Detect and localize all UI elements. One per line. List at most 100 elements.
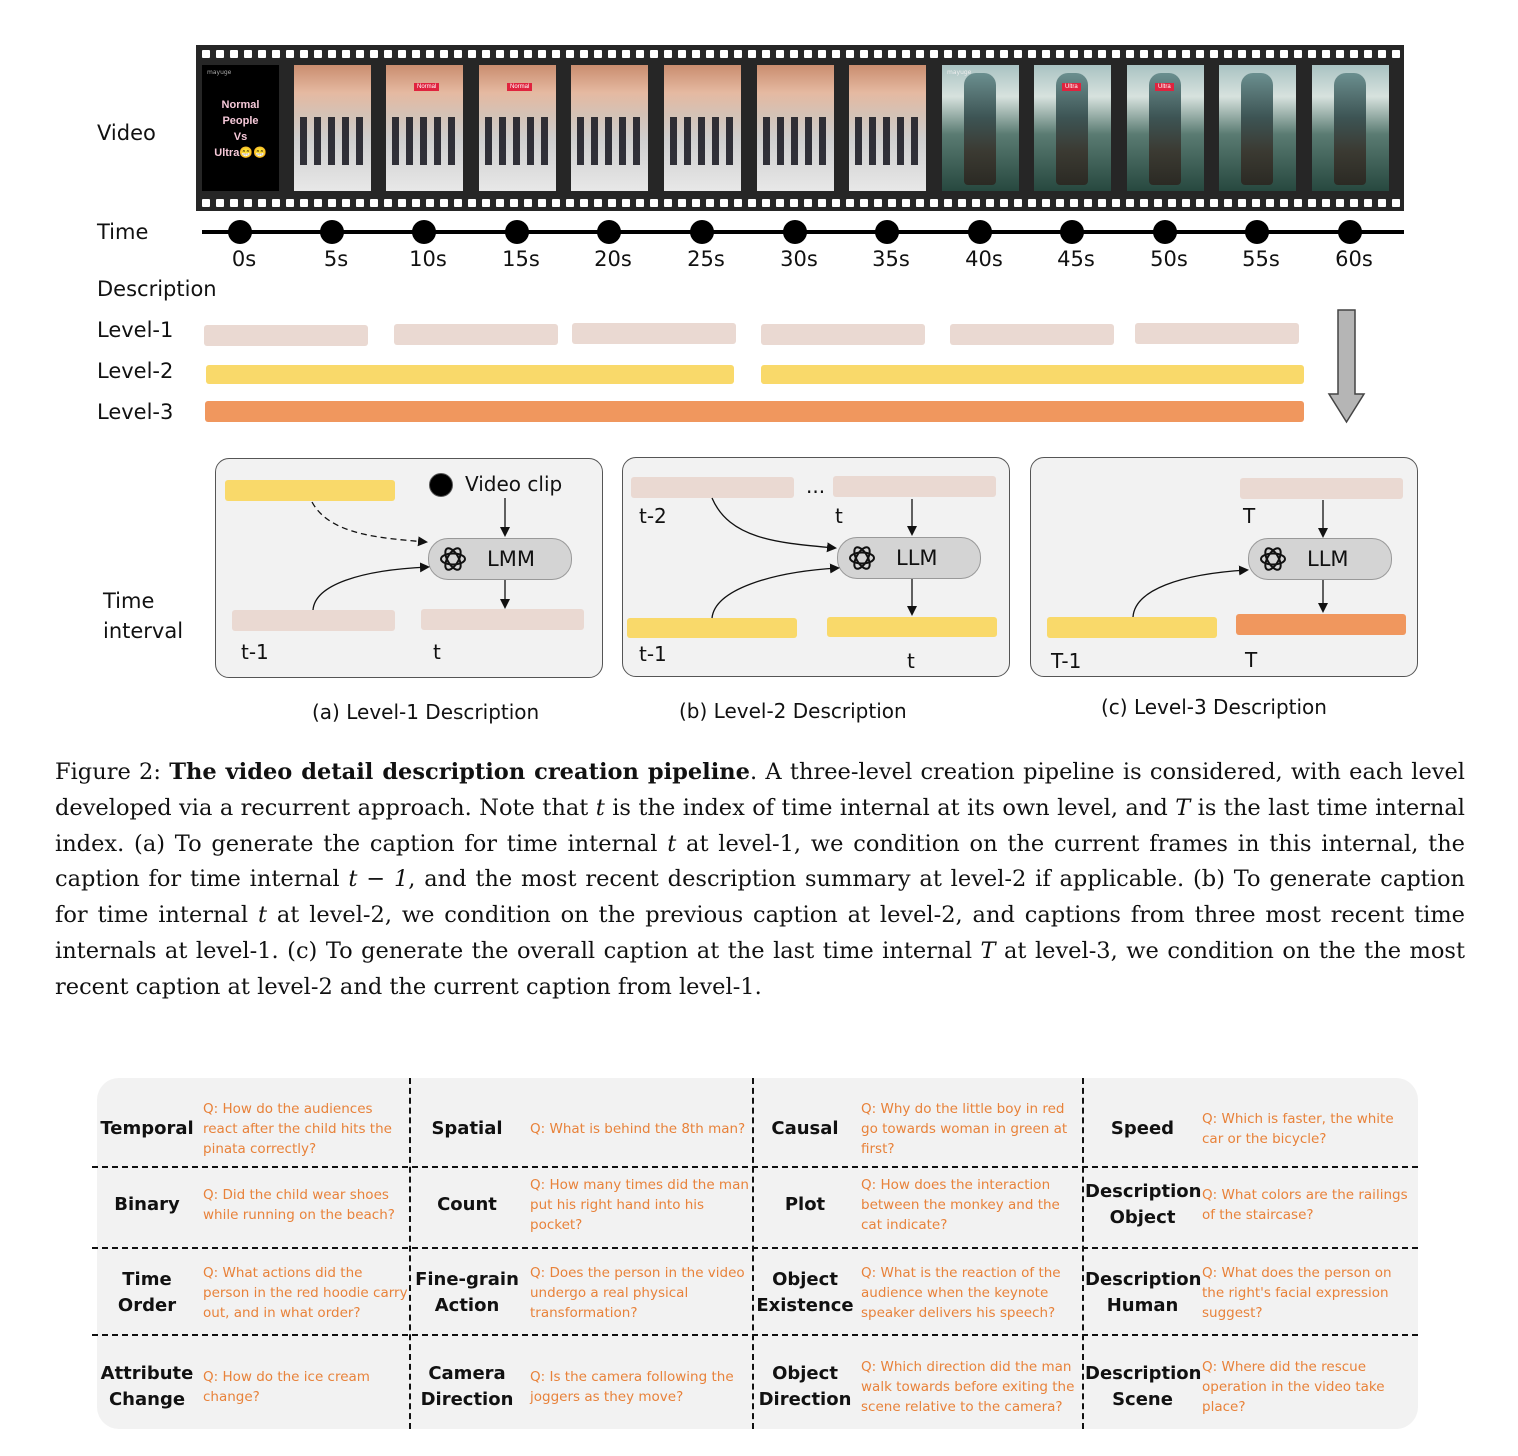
frame-watermark: mayuge: [207, 69, 232, 76]
question-text: Q: How do the ice cream change?: [203, 1369, 370, 1405]
timeline-label: 0s: [231, 247, 257, 271]
film-strip: mayuge Normal People Vs Ultra😁😁 Normal N…: [196, 45, 1404, 211]
timeline-label: 50s: [1150, 247, 1188, 271]
timeline-label: 55s: [1242, 247, 1280, 271]
row-label-time-interval-2: interval: [103, 619, 184, 643]
timeline-marker: [320, 220, 344, 244]
model-label: LLM: [896, 546, 938, 570]
panel-c-caption: (c) Level-3 Description: [1101, 695, 1327, 719]
caption-text: is the index of time internal at its own…: [604, 794, 1176, 821]
timeline-marker: [1153, 220, 1177, 244]
timeline-marker: [505, 220, 529, 244]
question-text: Q: Where did the rescue operation in the…: [1202, 1359, 1385, 1415]
timeline-marker: [1060, 220, 1084, 244]
question-category: Binary: [114, 1194, 180, 1215]
panel-a-caption: (a) Level-1 Description: [312, 700, 540, 724]
question-text: Q: What is the reaction of the audience …: [861, 1265, 1061, 1321]
question-text: Q: Why do the little boy in red go towar…: [861, 1101, 1068, 1157]
video-frame-title-card: mayuge Normal People Vs Ultra😁😁: [202, 65, 279, 191]
timeline-label: 45s: [1057, 247, 1095, 271]
row-label-video: Video: [97, 121, 156, 145]
timeline-label: 25s: [687, 247, 725, 271]
level-1-bar: [394, 324, 558, 345]
video-frame-indoor: [571, 65, 648, 191]
model-llm: LLM: [1248, 538, 1392, 580]
panel-c-prev-bar: [1047, 617, 1217, 638]
table-divider-horizontal: [92, 1166, 1418, 1168]
question-text: Q: How many times did the man put his ri…: [530, 1177, 749, 1233]
video-frame-stairs: Ultra: [1034, 65, 1111, 191]
table-divider-vertical: [409, 1078, 411, 1429]
figure-label: Figure 2:: [55, 759, 161, 785]
caption-text: at level-2, we condition on the previous…: [55, 902, 1465, 964]
timeline-marker: [597, 220, 621, 244]
title-line-3: Ultra😁😁: [214, 147, 267, 159]
title-line-2: Vs: [233, 131, 248, 143]
question-text: Q: Is the camera following the joggers a…: [530, 1369, 734, 1405]
timeline-label: 5s: [323, 247, 349, 271]
timeline-label: 10s: [409, 247, 447, 271]
model-lmm: LMM: [428, 538, 572, 580]
caption-var-t: t: [667, 830, 677, 857]
panel-a-cur-label: t: [433, 640, 441, 664]
timeline-marker: [968, 220, 992, 244]
timeline-marker: [690, 220, 714, 244]
question-text: Q: Does the person in the video undergo …: [530, 1265, 745, 1321]
question-category: Count: [437, 1194, 497, 1215]
model-llm: LLM: [837, 537, 981, 579]
panel-c-level-1-bar: [1240, 478, 1403, 499]
title-card-text: Normal People Vs Ultra😁😁: [202, 97, 279, 161]
gpt-logo-icon: [1257, 543, 1289, 579]
panel-c-prev-label: T-1: [1051, 649, 1082, 673]
frame-tag-normal: Normal: [414, 83, 440, 91]
caption-text: , and the most recent description summar…: [55, 866, 1465, 929]
timeline-label: 15s: [502, 247, 540, 271]
panel-c-cur-bar: [1236, 614, 1406, 635]
question-text: Q: How does the interaction between the …: [861, 1177, 1060, 1233]
video-frame-indoor: [664, 65, 741, 191]
row-label-level-1: Level-1: [97, 318, 174, 342]
video-frame-indoor: Normal: [386, 65, 463, 191]
video-frame-stairs: [1219, 65, 1296, 191]
question-text: Q: Which is faster, the white car or the…: [1202, 1111, 1394, 1147]
video-frame-stairs: Ultra: [1127, 65, 1204, 191]
level-1-bar: [950, 324, 1114, 345]
question-text: Q: What is behind the 8th man?: [530, 1121, 746, 1137]
frame-watermark: mayuge: [947, 69, 972, 76]
video-clip-label: Video clip: [465, 472, 563, 496]
video-frame-stairs: [1312, 65, 1389, 191]
timeline-label: 40s: [965, 247, 1003, 271]
question-text: Q: How do the audiences react after the …: [203, 1101, 392, 1157]
video-clip-dot-icon: [429, 473, 453, 497]
video-frame-indoor: Normal: [479, 65, 556, 191]
model-label: LMM: [487, 547, 535, 571]
row-label-level-2: Level-2: [97, 359, 174, 383]
caption-text: . A three-level creation pipeline is con…: [55, 759, 1465, 821]
panel-a-cur-bar: [421, 609, 584, 630]
timeline-label: 20s: [594, 247, 632, 271]
gpt-logo-icon: [437, 543, 469, 579]
level-1-bar: [204, 325, 368, 346]
level-2-bar: [206, 365, 734, 384]
table-divider-vertical: [1082, 1078, 1084, 1429]
timeline-marker: [412, 220, 436, 244]
figure-caption: Figure 2: The video detail description c…: [55, 755, 1465, 1006]
question-category: Speed: [1110, 1118, 1175, 1139]
panel-b-cur-label: t: [907, 649, 915, 673]
question-text: Q: What actions did the person in the re…: [203, 1265, 408, 1321]
video-frame-stairs: mayuge: [942, 65, 1019, 191]
table-divider-horizontal: [92, 1334, 1418, 1336]
timeline-label: 60s: [1335, 247, 1373, 271]
caption-text: is the last time internal index. (a) To …: [55, 794, 1465, 857]
question-text: Q: What colors are the railings of the s…: [1202, 1187, 1408, 1223]
model-label: LLM: [1307, 547, 1349, 571]
question-text: Q: Which direction did the man walk towa…: [861, 1359, 1075, 1415]
